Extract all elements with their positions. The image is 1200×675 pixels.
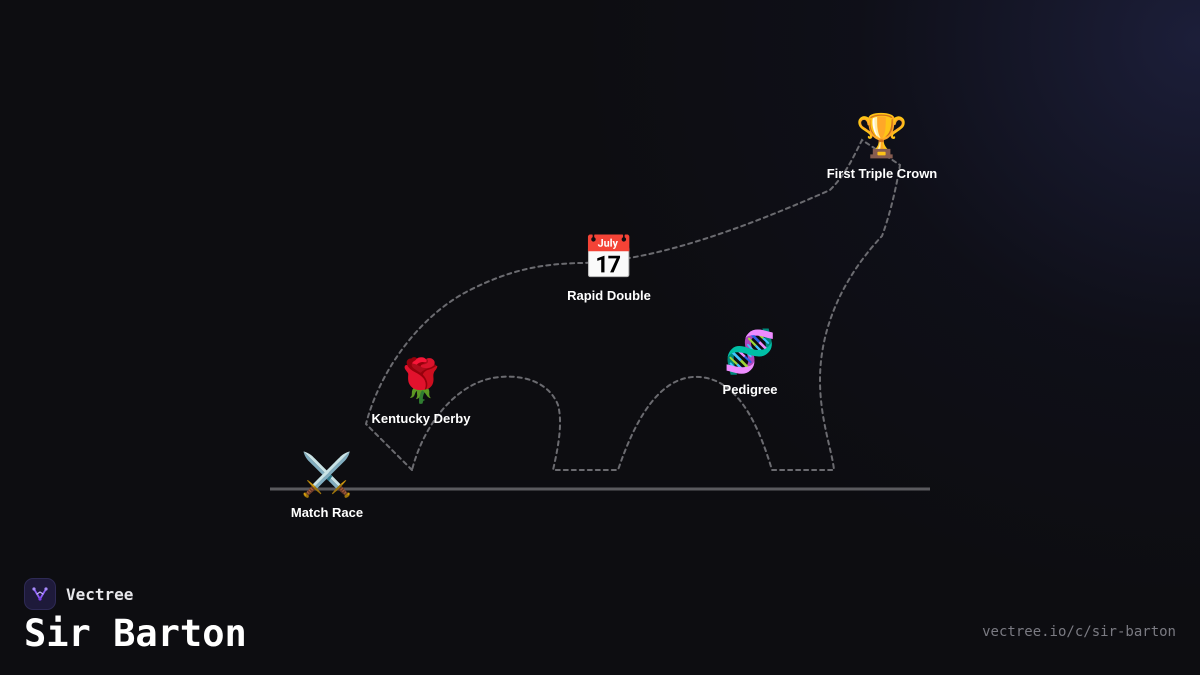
rose-icon: 🌹 bbox=[394, 356, 448, 405]
crossed-swords-icon: ⚔️ bbox=[300, 450, 354, 499]
milestone-label: Match Race bbox=[290, 505, 364, 520]
horse-silhouette-path bbox=[364, 138, 902, 472]
milestone-first-triple-crown[interactable]: 🏆 First Triple Crown bbox=[802, 111, 962, 182]
milestone-match-race[interactable]: ⚔️ Match Race bbox=[247, 450, 407, 521]
milestone-rapid-double[interactable]: 📅 Rapid Double bbox=[529, 233, 689, 304]
milestone-label: First Triple Crown bbox=[826, 166, 938, 181]
page-url[interactable]: vectree.io/c/sir-barton bbox=[982, 624, 1176, 640]
trophy-icon: 🏆 bbox=[855, 111, 909, 160]
milestone-label: Rapid Double bbox=[567, 288, 651, 303]
milestone-pedigree[interactable]: 🧬 Pedigree bbox=[670, 327, 830, 398]
milestone-kentucky-derby[interactable]: 🌹 Kentucky Derby bbox=[341, 356, 501, 427]
calendar-icon: 📅 bbox=[582, 233, 636, 282]
brand[interactable]: Vectree bbox=[24, 577, 133, 611]
brand-name: Vectree bbox=[66, 584, 134, 604]
milestone-label: Kentucky Derby bbox=[371, 411, 471, 426]
dna-icon: 🧬 bbox=[723, 327, 777, 376]
branch-icon bbox=[24, 578, 56, 610]
page-title: Sir Barton bbox=[24, 612, 247, 655]
milestone-label: Pedigree bbox=[722, 382, 778, 397]
